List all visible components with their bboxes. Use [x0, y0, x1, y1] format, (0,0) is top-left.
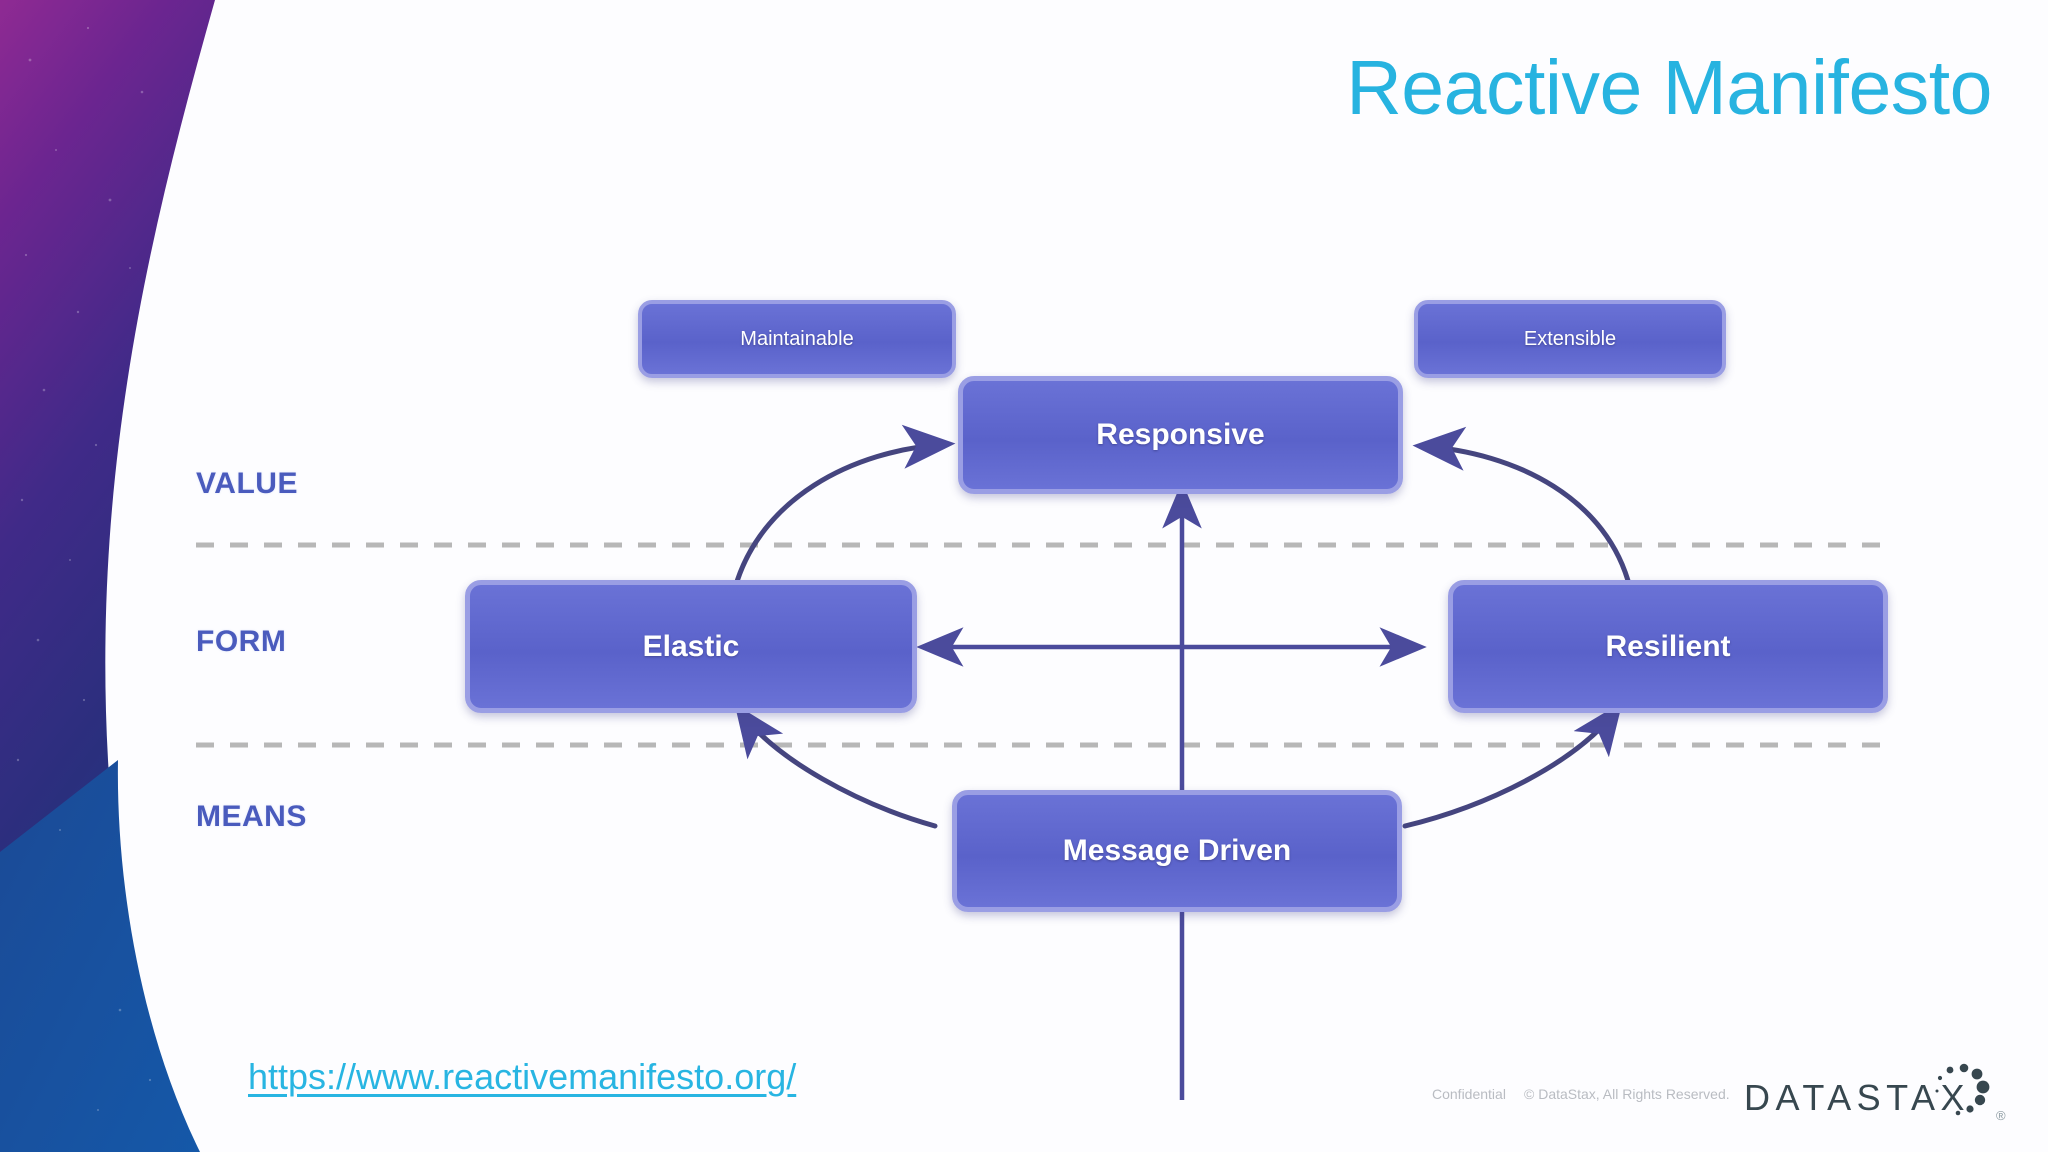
registered-trademark-mark: ®	[1996, 1108, 2006, 1123]
edge-message-driven-to-elastic	[734, 703, 938, 829]
datastax-logo-text: DATASTAX	[1744, 1077, 1970, 1118]
edge-message-driven-to-resilient	[1402, 701, 1623, 829]
edge-resilient-to-responsive	[1412, 426, 1633, 591]
confidential-label: Confidential	[1432, 1086, 1506, 1102]
slide-title: Reactive Manifesto	[1346, 45, 1992, 131]
node-resilient[interactable]: Resilient	[1448, 580, 1888, 713]
tier-label-means: MEANS	[196, 800, 307, 833]
tier-label-value: VALUE	[196, 467, 298, 500]
node-maintainable[interactable]: Maintainable	[638, 300, 956, 378]
node-message-driven[interactable]: Message Driven	[952, 790, 1402, 912]
source-link[interactable]: https://www.reactivemanifesto.org/	[248, 1056, 797, 1097]
tier-label-form: FORM	[196, 625, 287, 658]
datastax-logo-dot-arc	[1935, 1063, 1990, 1116]
datastax-logo: DATASTAX ®	[1744, 1063, 2006, 1123]
node-extensible[interactable]: Extensible	[1414, 300, 1726, 378]
edge-elastic-to-responsive	[732, 424, 956, 591]
node-elastic[interactable]: Elastic	[465, 580, 917, 713]
copyright-label: © DataStax, All Rights Reserved.	[1524, 1086, 1730, 1102]
node-responsive[interactable]: Responsive	[958, 376, 1403, 494]
